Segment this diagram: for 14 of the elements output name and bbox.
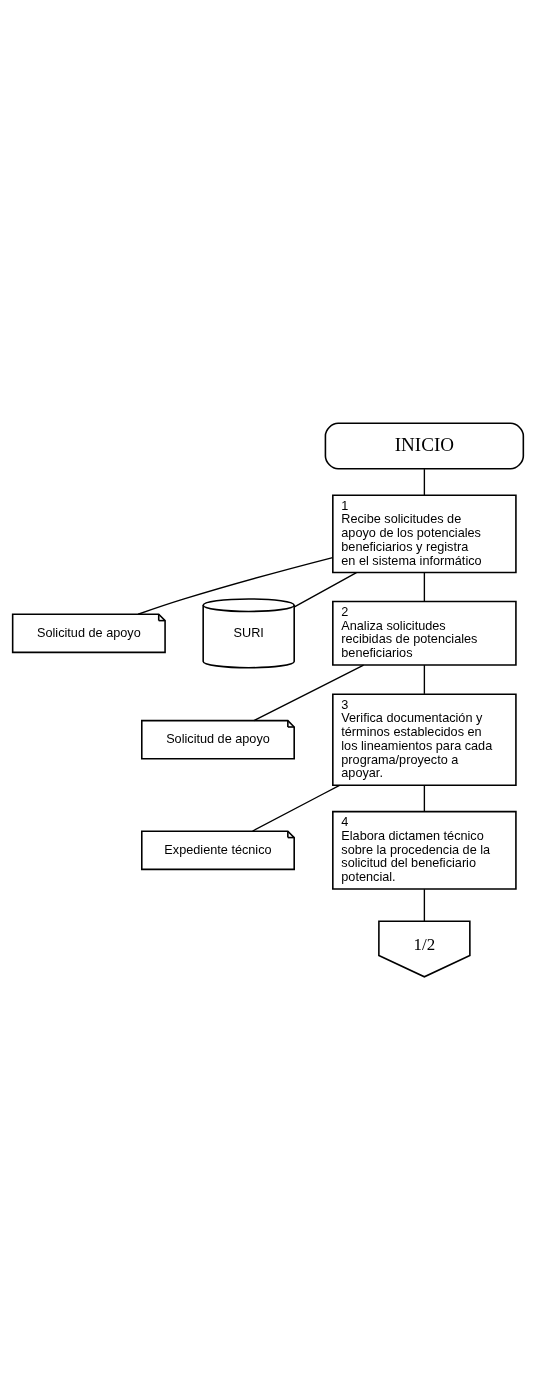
connector	[137, 556, 334, 615]
connector	[423, 571, 426, 603]
node-box: 3 Verifica documentación y términos establecidos en los lineamientos para cada programa/proyecto a apoyar.	[332, 693, 517, 786]
connector	[253, 664, 365, 722]
node-box: 2 Analiza solicitudes recibidas de potenciales beneficiarios	[332, 600, 517, 666]
node-box: 4 Elabora dictamen técnico sobre la procedencia de la solicitud del beneficiario potencial.	[332, 810, 517, 890]
connector	[251, 784, 341, 832]
connector	[293, 571, 358, 608]
connector	[423, 468, 426, 496]
connector	[423, 888, 426, 922]
connector	[423, 664, 426, 695]
connector	[423, 784, 426, 813]
node-box: INICIO	[324, 422, 525, 470]
node-box: 1 Recibe solicitudes de apoyo de los potenciales beneficiarios y registra en el sistema informático	[332, 494, 517, 574]
